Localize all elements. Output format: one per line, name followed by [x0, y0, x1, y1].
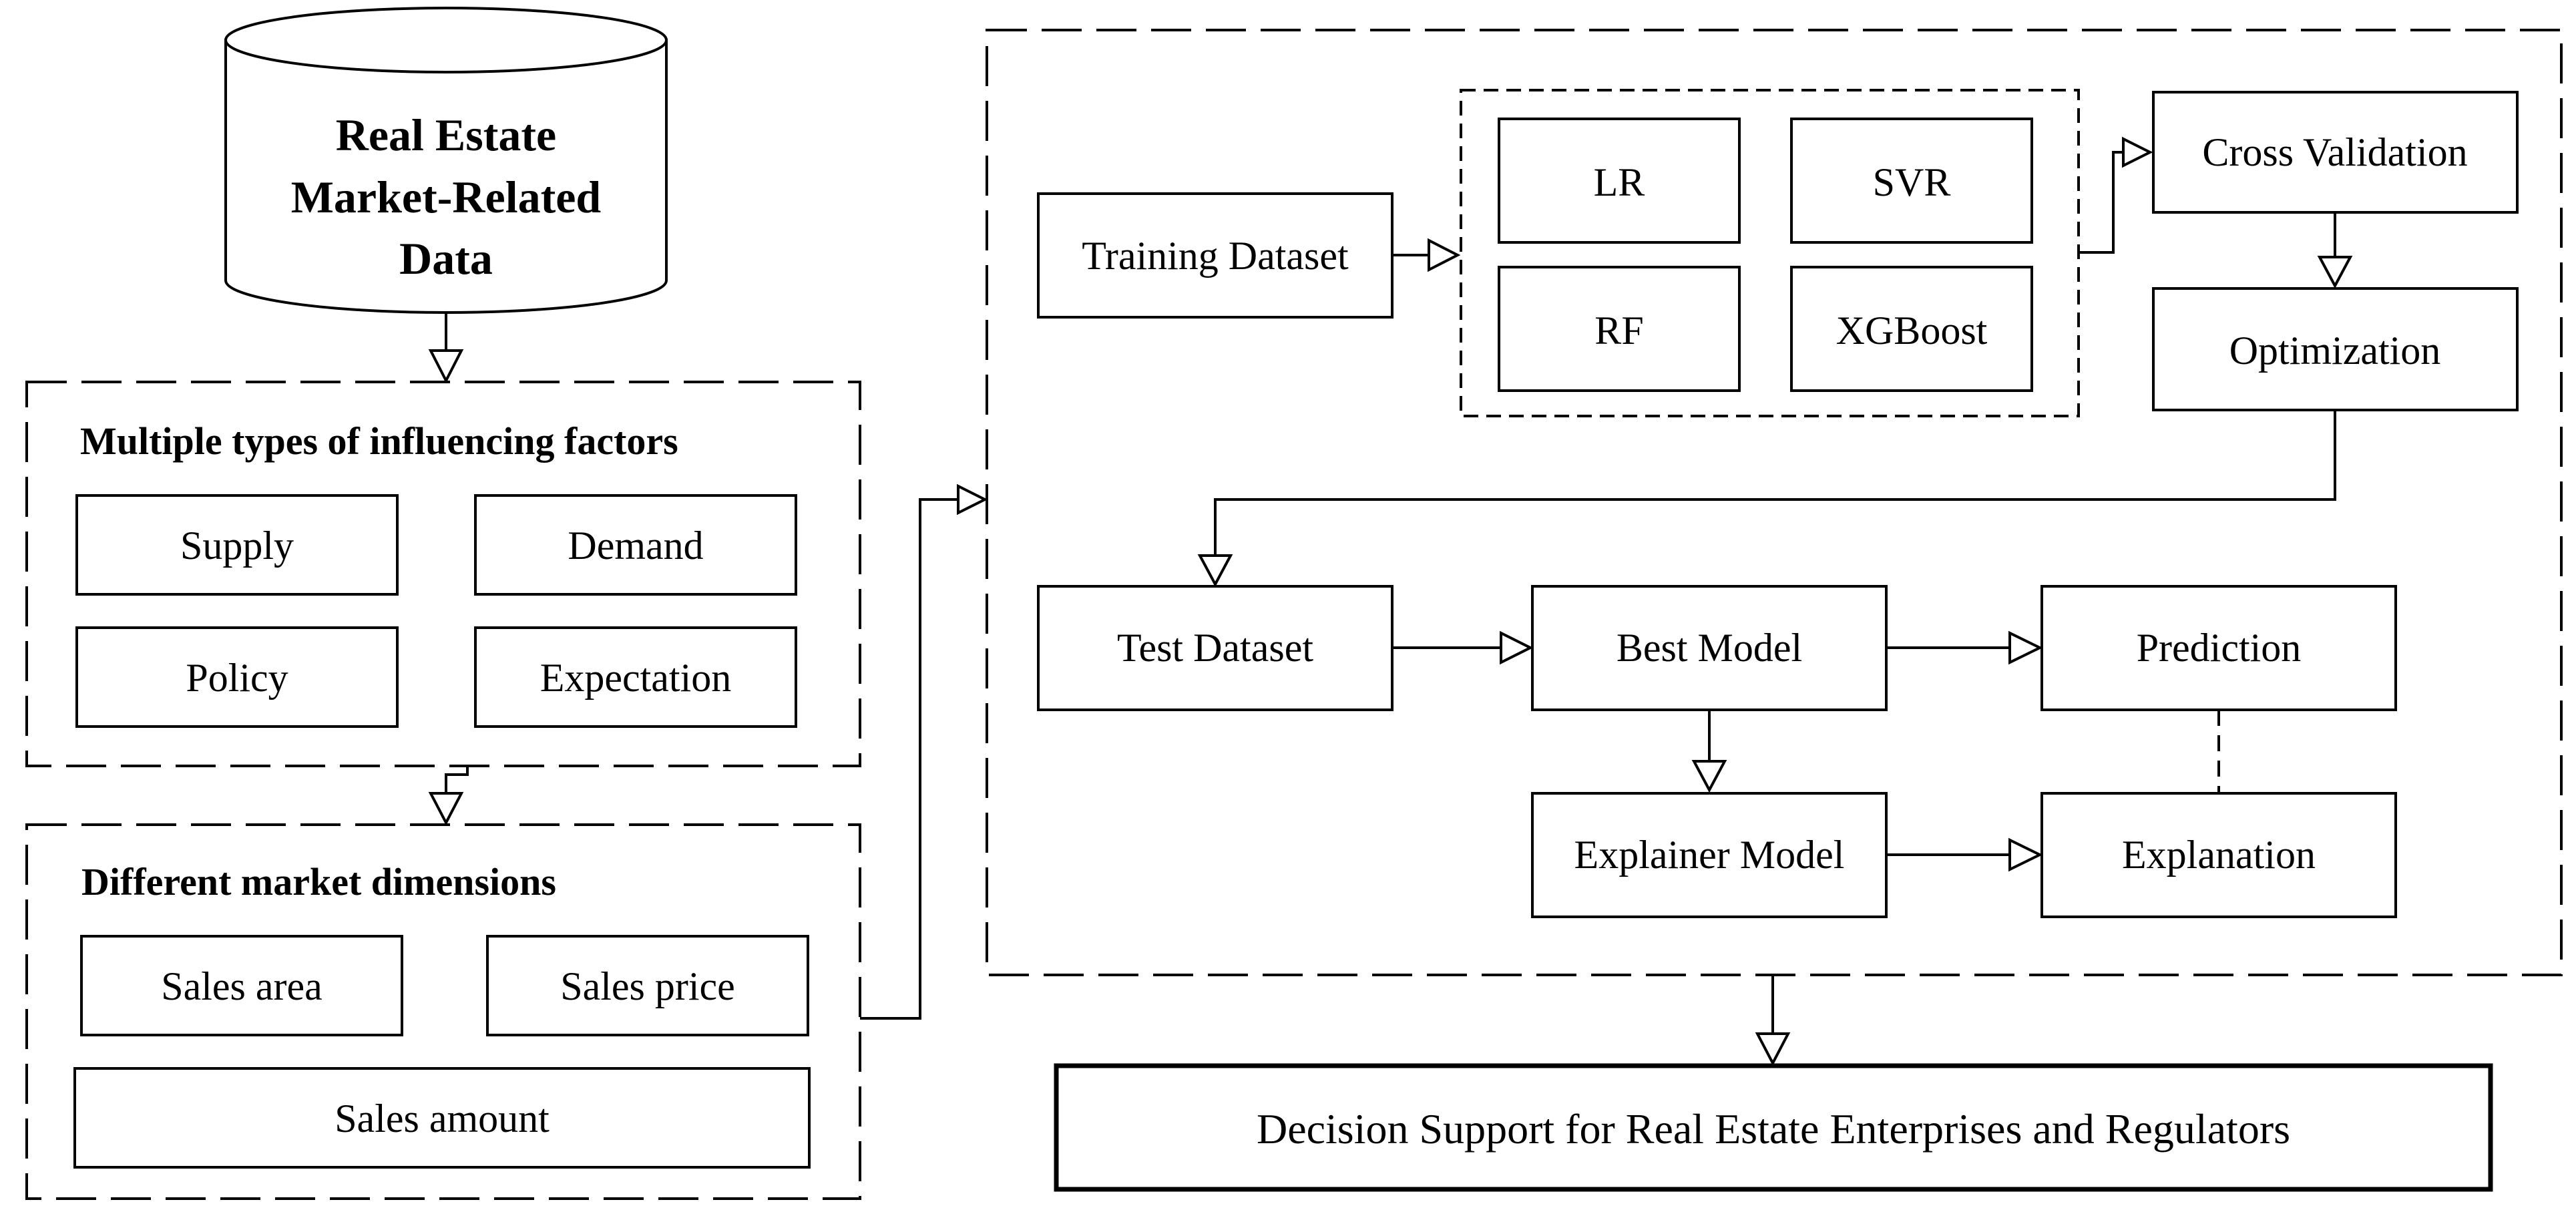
- optimization-box: [2152, 287, 2519, 411]
- arrow-dimensions-to-modeling: [860, 483, 988, 1020]
- dimensions-group-title: Different market dimensions: [81, 860, 556, 903]
- factors-group-title: Multiple types of influencing factors: [80, 419, 678, 463]
- database-label-line-2: Market-Related: [291, 172, 602, 222]
- cross-validation-label: Cross Validation: [2202, 130, 2467, 174]
- explanation-box: [2041, 792, 2397, 918]
- influencing-factors-group: Multiple types of influencing factors Su…: [25, 381, 861, 767]
- sales-amount-box: [73, 1067, 811, 1169]
- svr-model-label: SVR: [1873, 160, 1951, 204]
- sales-price-label: Sales price: [560, 964, 735, 1008]
- demand-box: [474, 494, 797, 596]
- market-dimensions-group: Different market dimensions Sales area S…: [25, 823, 861, 1200]
- lr-model-box: [1498, 118, 1741, 244]
- rf-model-box: [1498, 266, 1741, 392]
- arrow-factors-to-dimensions: [428, 766, 469, 826]
- test-dataset-label: Test Dataset: [1117, 626, 1313, 670]
- training-dataset-box: [1037, 192, 1393, 319]
- arrow-modeling-to-decision: [1755, 975, 1791, 1066]
- cross-validation-box: [2152, 91, 2519, 214]
- modeling-group: Training Dataset LR SVR RF XGBoost Cross…: [986, 29, 2563, 976]
- prediction-label: Prediction: [2137, 626, 2302, 670]
- explanation-label: Explanation: [2122, 833, 2316, 877]
- supply-label: Supply: [180, 524, 294, 568]
- policy-label: Policy: [186, 656, 288, 700]
- lr-model-label: LR: [1594, 160, 1645, 204]
- training-dataset-label: Training Dataset: [1082, 234, 1349, 278]
- test-dataset-box: [1037, 585, 1393, 711]
- sales-amount-label: Sales amount: [335, 1096, 550, 1141]
- optimization-label: Optimization: [2229, 329, 2441, 373]
- policy-box: [75, 626, 399, 728]
- prediction-box: [2041, 585, 2397, 711]
- explainer-model-label: Explainer Model: [1574, 833, 1845, 877]
- xgboost-model-label: XGBoost: [1836, 309, 1988, 353]
- demand-label: Demand: [568, 524, 703, 568]
- database-label-line-1: Real Estate: [336, 110, 556, 160]
- sales-area-box: [80, 935, 403, 1036]
- data-source-cylinder: Real Estate Market-Related Data: [224, 7, 668, 314]
- decision-support-box: [1054, 1063, 2493, 1192]
- decision-support-label: Decision Support for Real Estate Enterpr…: [1257, 1105, 2290, 1153]
- svr-model-box: [1790, 118, 2033, 244]
- rf-model-label: RF: [1594, 309, 1643, 353]
- best-model-label: Best Model: [1617, 626, 1802, 670]
- expectation-label: Expectation: [540, 656, 732, 700]
- sales-price-box: [486, 935, 809, 1036]
- xgboost-model-box: [1790, 266, 2033, 392]
- arrow-data-to-factors: [428, 314, 464, 384]
- database-label-line-3: Data: [399, 233, 493, 284]
- expectation-box: [474, 626, 797, 728]
- sales-area-label: Sales area: [161, 964, 323, 1008]
- supply-box: [75, 494, 399, 596]
- decision-support: Decision Support for Real Estate Enterpr…: [1054, 1063, 2493, 1192]
